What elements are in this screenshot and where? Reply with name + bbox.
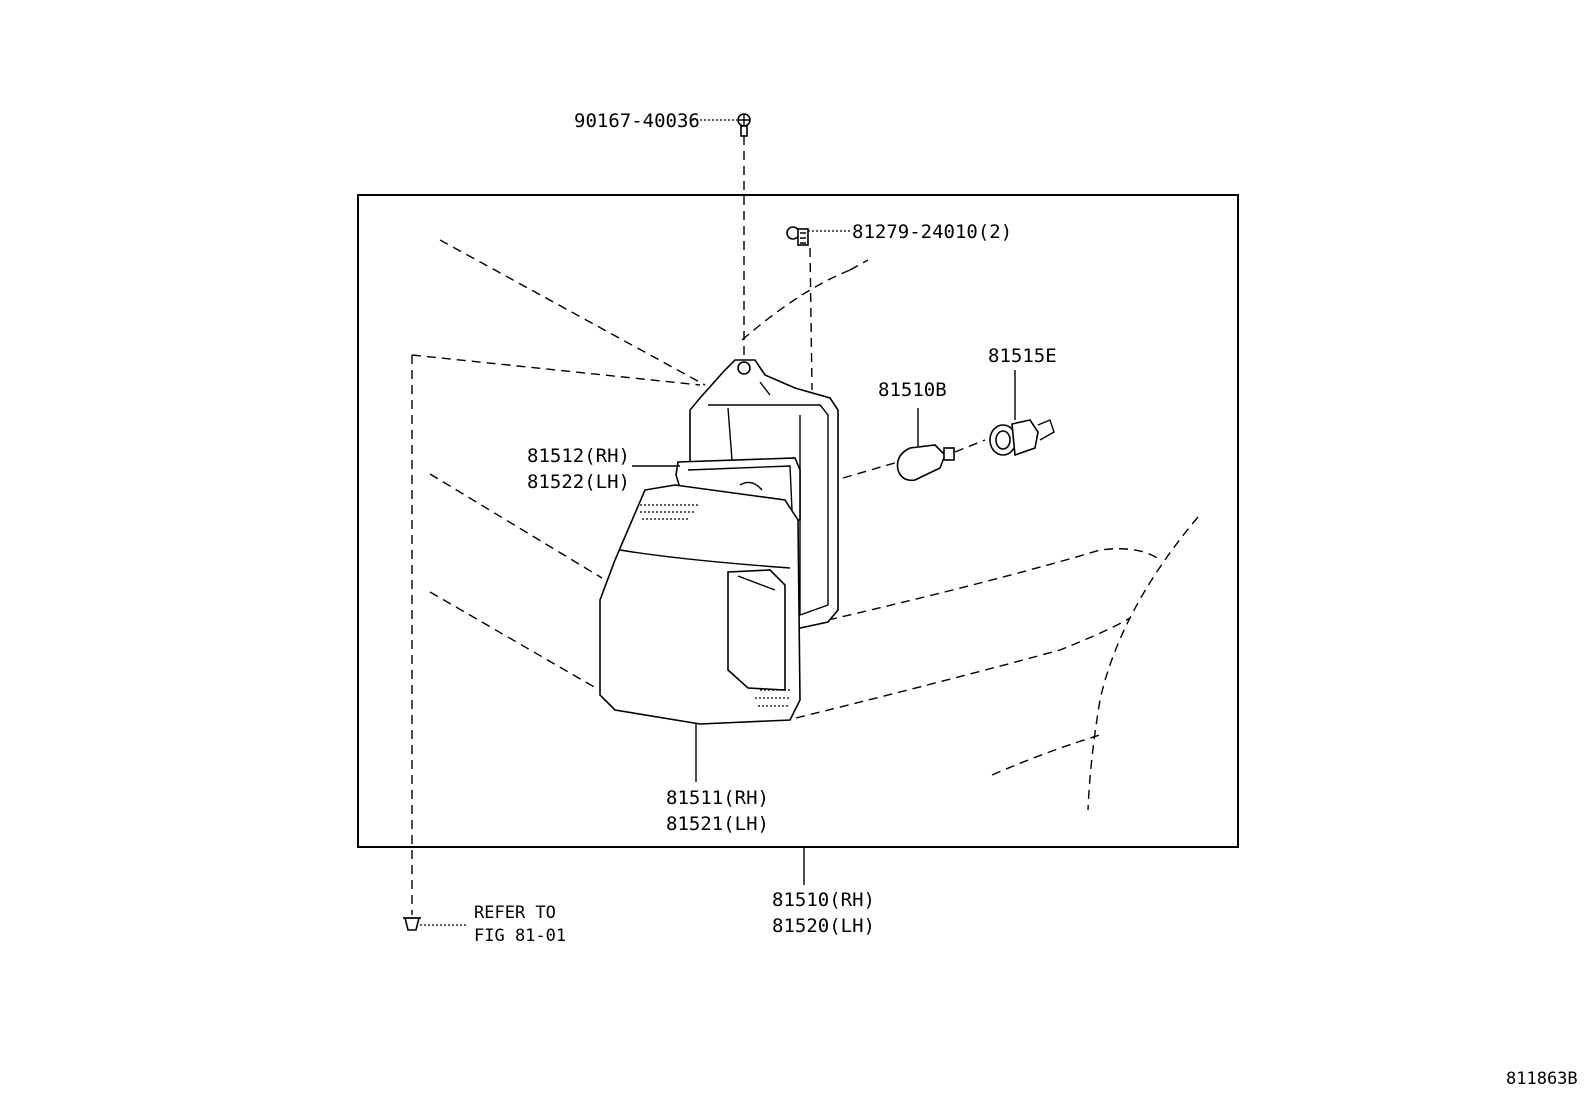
assembly-frame (357, 194, 1239, 848)
clip-dash-line (809, 247, 813, 391)
label-assy-lh: 81520(LH) (772, 915, 875, 937)
label-clip: 81279-24010(2) (852, 221, 1012, 243)
label-screw: 90167-40036 (574, 110, 700, 132)
lamp-lens (599, 484, 801, 725)
diagram-id: 811863B (1506, 1069, 1578, 1089)
label-socket: 81515E (988, 345, 1057, 367)
bulb-dash-line (954, 439, 986, 453)
socket-icon (989, 419, 1055, 457)
refer-fastener-icon (403, 917, 421, 931)
label-refer-line2: FIG 81-01 (474, 926, 566, 946)
label-bulb: 81510B (878, 379, 947, 401)
clip-81279-icon (786, 226, 809, 246)
label-assy-rh: 81510(RH) (772, 889, 875, 911)
vehicle-body-outline (411, 239, 1199, 811)
label-gasket-rh: 81512(RH) (527, 445, 630, 467)
bulb-icon (896, 444, 955, 482)
label-refer-line1: REFER TO (474, 903, 556, 923)
label-lens-lh: 81521(LH) (666, 813, 769, 835)
label-lens-rh: 81511(RH) (666, 787, 769, 809)
label-gasket-lh: 81522(LH) (527, 471, 630, 493)
screw-90167-icon (737, 113, 751, 137)
